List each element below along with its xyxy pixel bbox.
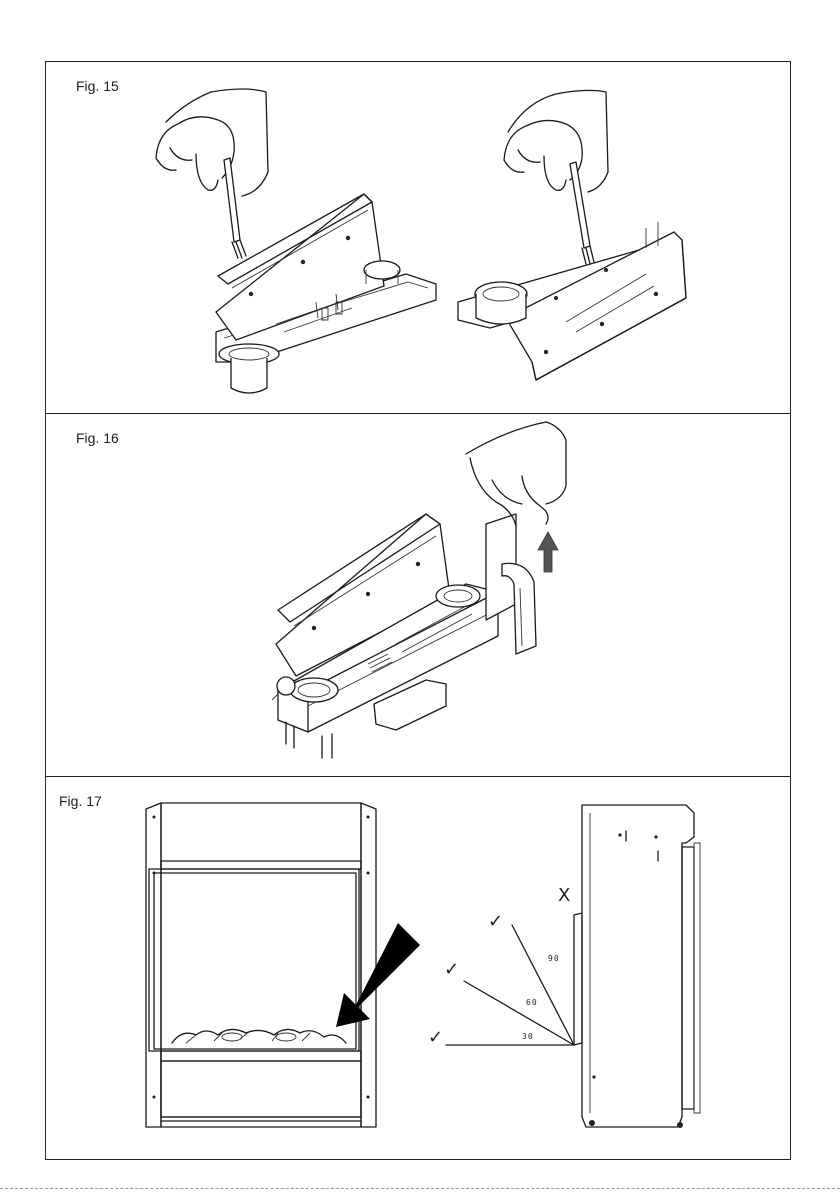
burner-tray-assembly <box>272 514 498 758</box>
figure-17-illustration: 90 60 30 ✓ ✓ ✓ X <box>46 777 789 1158</box>
check-mark-icon: ✓ <box>488 911 503 932</box>
hand-lifting <box>466 422 566 526</box>
angle-90-label: 90 <box>548 954 560 963</box>
fire-side-view <box>574 805 700 1128</box>
up-arrow <box>538 532 558 572</box>
figure-16-panel: Fig. 16 <box>45 413 791 777</box>
figure-16-illustration <box>46 414 789 775</box>
fire-front-view <box>146 803 376 1127</box>
figure-17-panel: Fig. 17 <box>45 776 791 1160</box>
check-mark-icon: ✓ <box>444 959 459 980</box>
angle-30-label: 30 <box>522 1032 534 1041</box>
cross-mark-icon: X <box>558 885 570 906</box>
check-mark-icon: ✓ <box>428 1027 443 1048</box>
viewing-angle-lines: 90 60 30 ✓ ✓ ✓ X <box>428 885 574 1048</box>
hand-with-brush-left <box>156 89 268 258</box>
hand-with-brush-right <box>504 90 608 264</box>
page-bottom-rule <box>0 1188 840 1189</box>
burner-tray-right <box>458 222 686 380</box>
burner-tray-left <box>216 194 436 393</box>
figure-15-illustration <box>46 62 789 412</box>
viewing-arrow <box>336 923 420 1027</box>
angle-60-label: 60 <box>526 998 538 1007</box>
figure-15-panel: Fig. 15 <box>45 61 791 414</box>
